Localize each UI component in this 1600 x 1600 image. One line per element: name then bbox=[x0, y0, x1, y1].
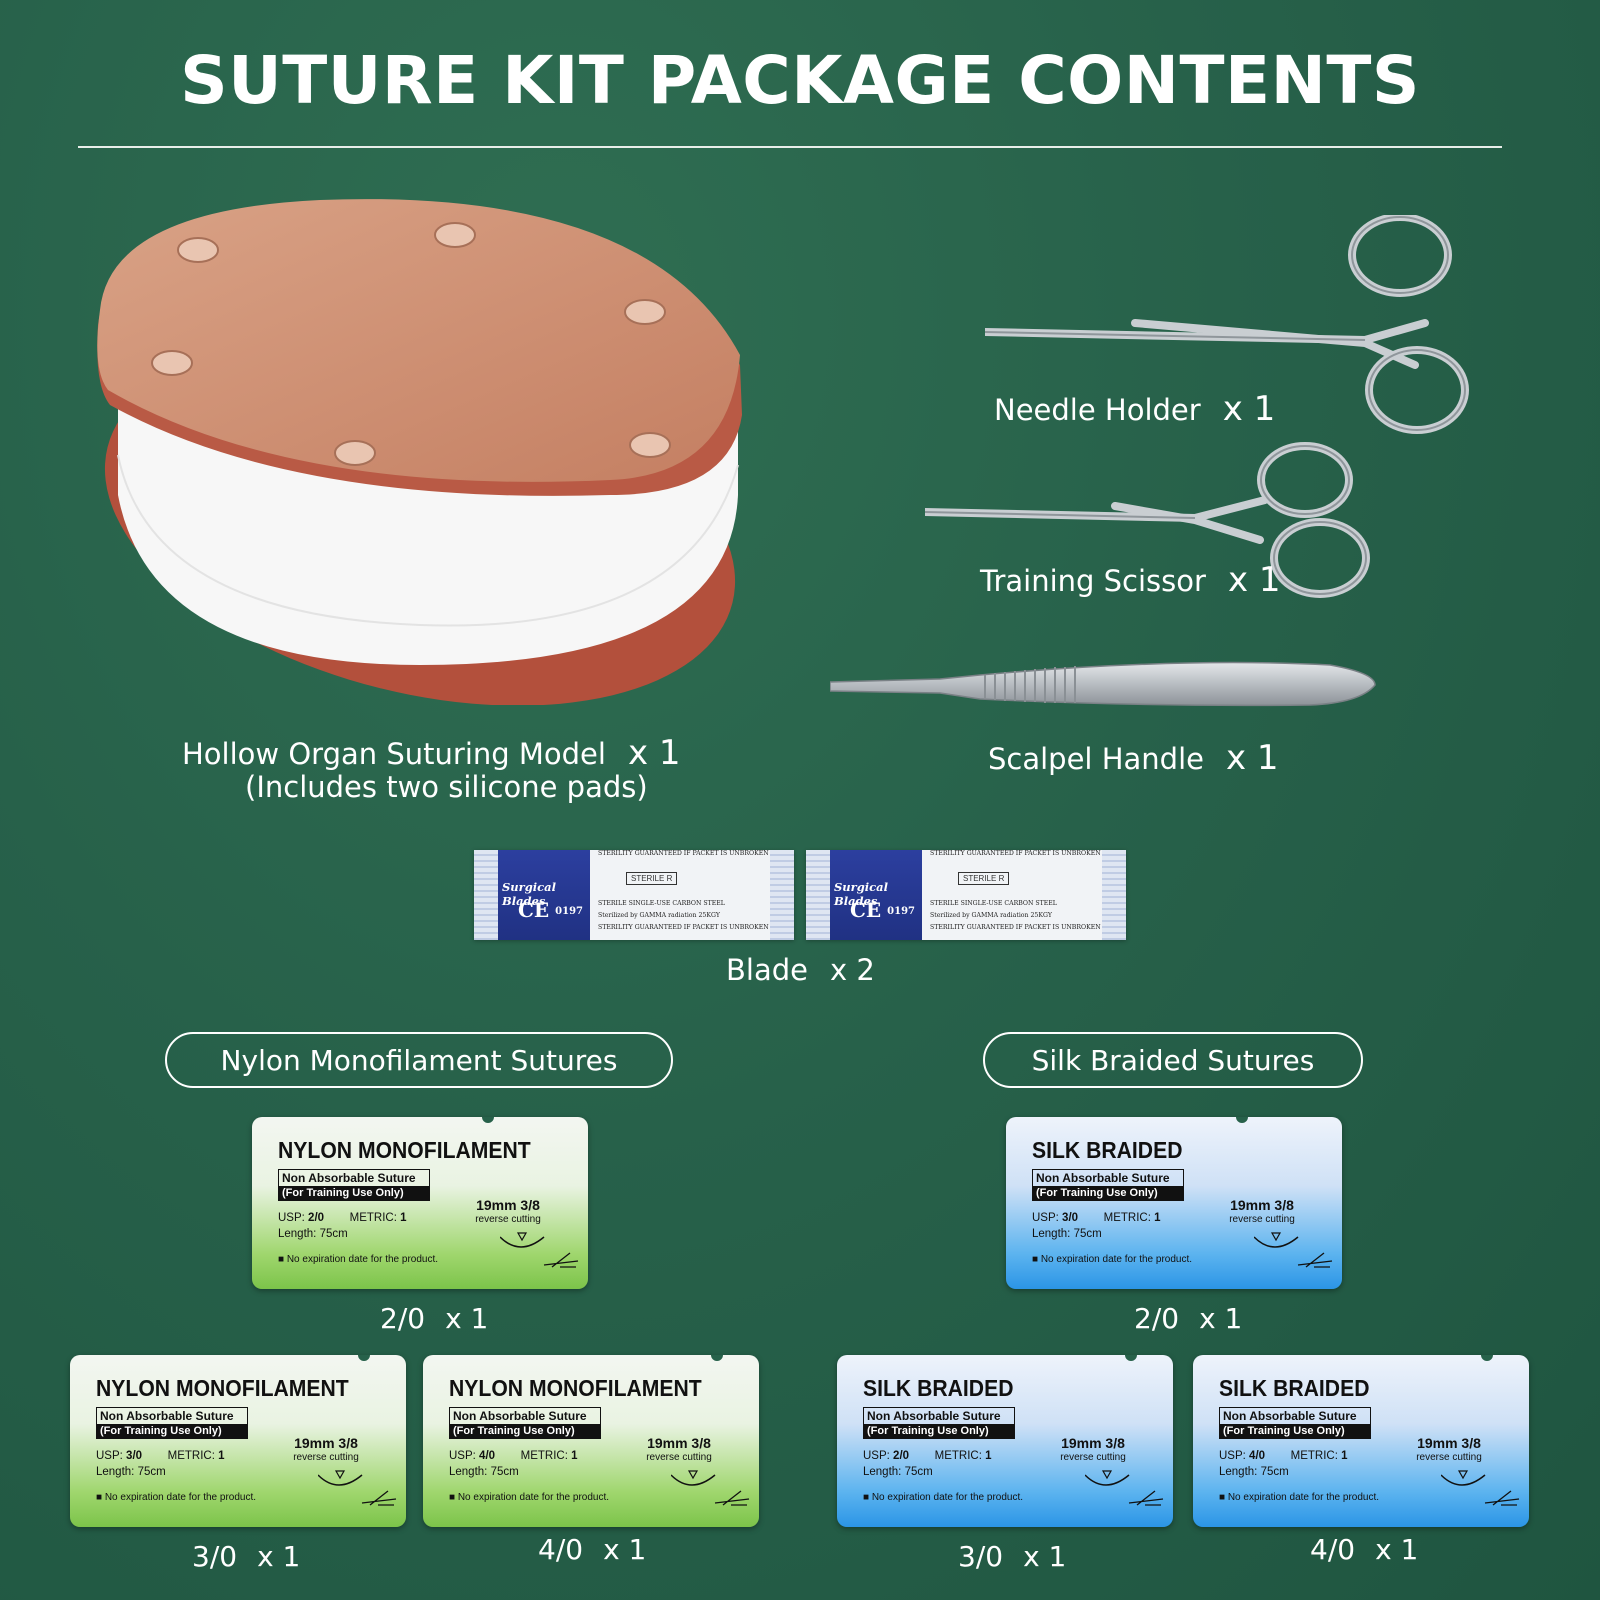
scissor-qty: x 1 bbox=[1227, 560, 1281, 600]
scissor-caption: Training Scissor x 1 bbox=[980, 560, 1281, 600]
model-caption: Hollow Organ Suturing Model x 1 bbox=[182, 733, 681, 773]
model-qty: x 1 bbox=[627, 733, 681, 773]
scissor-label: Training Scissor bbox=[980, 564, 1206, 598]
sterile-mark: STERILE R bbox=[958, 872, 1010, 885]
scalpel-caption: Scalpel Handle x 1 bbox=[988, 738, 1279, 778]
silk-section-label: Silk Braided Sutures bbox=[983, 1032, 1363, 1088]
needle-icon bbox=[1085, 1470, 1164, 1506]
model-label: Hollow Organ Suturing Model bbox=[182, 737, 606, 771]
nylon-packet: NYLON MONOFILAMENT Non Absorbable Suture… bbox=[252, 1117, 588, 1289]
needle-holder-qty: x 1 bbox=[1222, 389, 1276, 429]
needle-holder-image bbox=[985, 215, 1469, 434]
blade-brand: Surgical Blades bbox=[502, 880, 556, 908]
blade-brand: Surgical Blades bbox=[834, 880, 888, 908]
page-title: SUTURE KIT PACKAGE CONTENTS bbox=[180, 42, 1420, 119]
silk-packet: SILK BRAIDED Non Absorbable Suture(For T… bbox=[1193, 1355, 1529, 1527]
needle-icon bbox=[1254, 1232, 1333, 1268]
blade-label: Blade bbox=[726, 953, 808, 987]
nylon-packet: NYLON MONOFILAMENT Non Absorbable Suture… bbox=[70, 1355, 406, 1527]
title-divider bbox=[78, 146, 1502, 148]
model-note: (Includes two silicone pads) bbox=[245, 770, 648, 804]
training-scissor-image bbox=[925, 442, 1370, 598]
needle-holder-caption: Needle Holder x 1 bbox=[994, 389, 1275, 429]
needle-icon bbox=[500, 1232, 579, 1268]
scalpel-label: Scalpel Handle bbox=[988, 742, 1204, 776]
sterile-mark: STERILE R bbox=[626, 872, 678, 885]
silk-packet: SILK BRAIDED Non Absorbable Suture(For T… bbox=[837, 1355, 1173, 1527]
needle-icon bbox=[1441, 1470, 1520, 1506]
needle-icon bbox=[318, 1470, 397, 1506]
scalpel-handle-image bbox=[830, 661, 1376, 707]
suturing-model-image bbox=[97, 199, 742, 705]
blade-qty: x 2 bbox=[829, 953, 875, 987]
blade-caption: Blade x 2 bbox=[726, 953, 875, 987]
needle-holder-label: Needle Holder bbox=[994, 393, 1201, 427]
silk-packet: SILK BRAIDED Non Absorbable Suture(For T… bbox=[1006, 1117, 1342, 1289]
nylon-packet: NYLON MONOFILAMENT Non Absorbable Suture… bbox=[423, 1355, 759, 1527]
needle-icon bbox=[671, 1470, 750, 1506]
scalpel-qty: x 1 bbox=[1225, 738, 1279, 778]
nylon-section-label: Nylon Monofilament Sutures bbox=[165, 1032, 673, 1088]
